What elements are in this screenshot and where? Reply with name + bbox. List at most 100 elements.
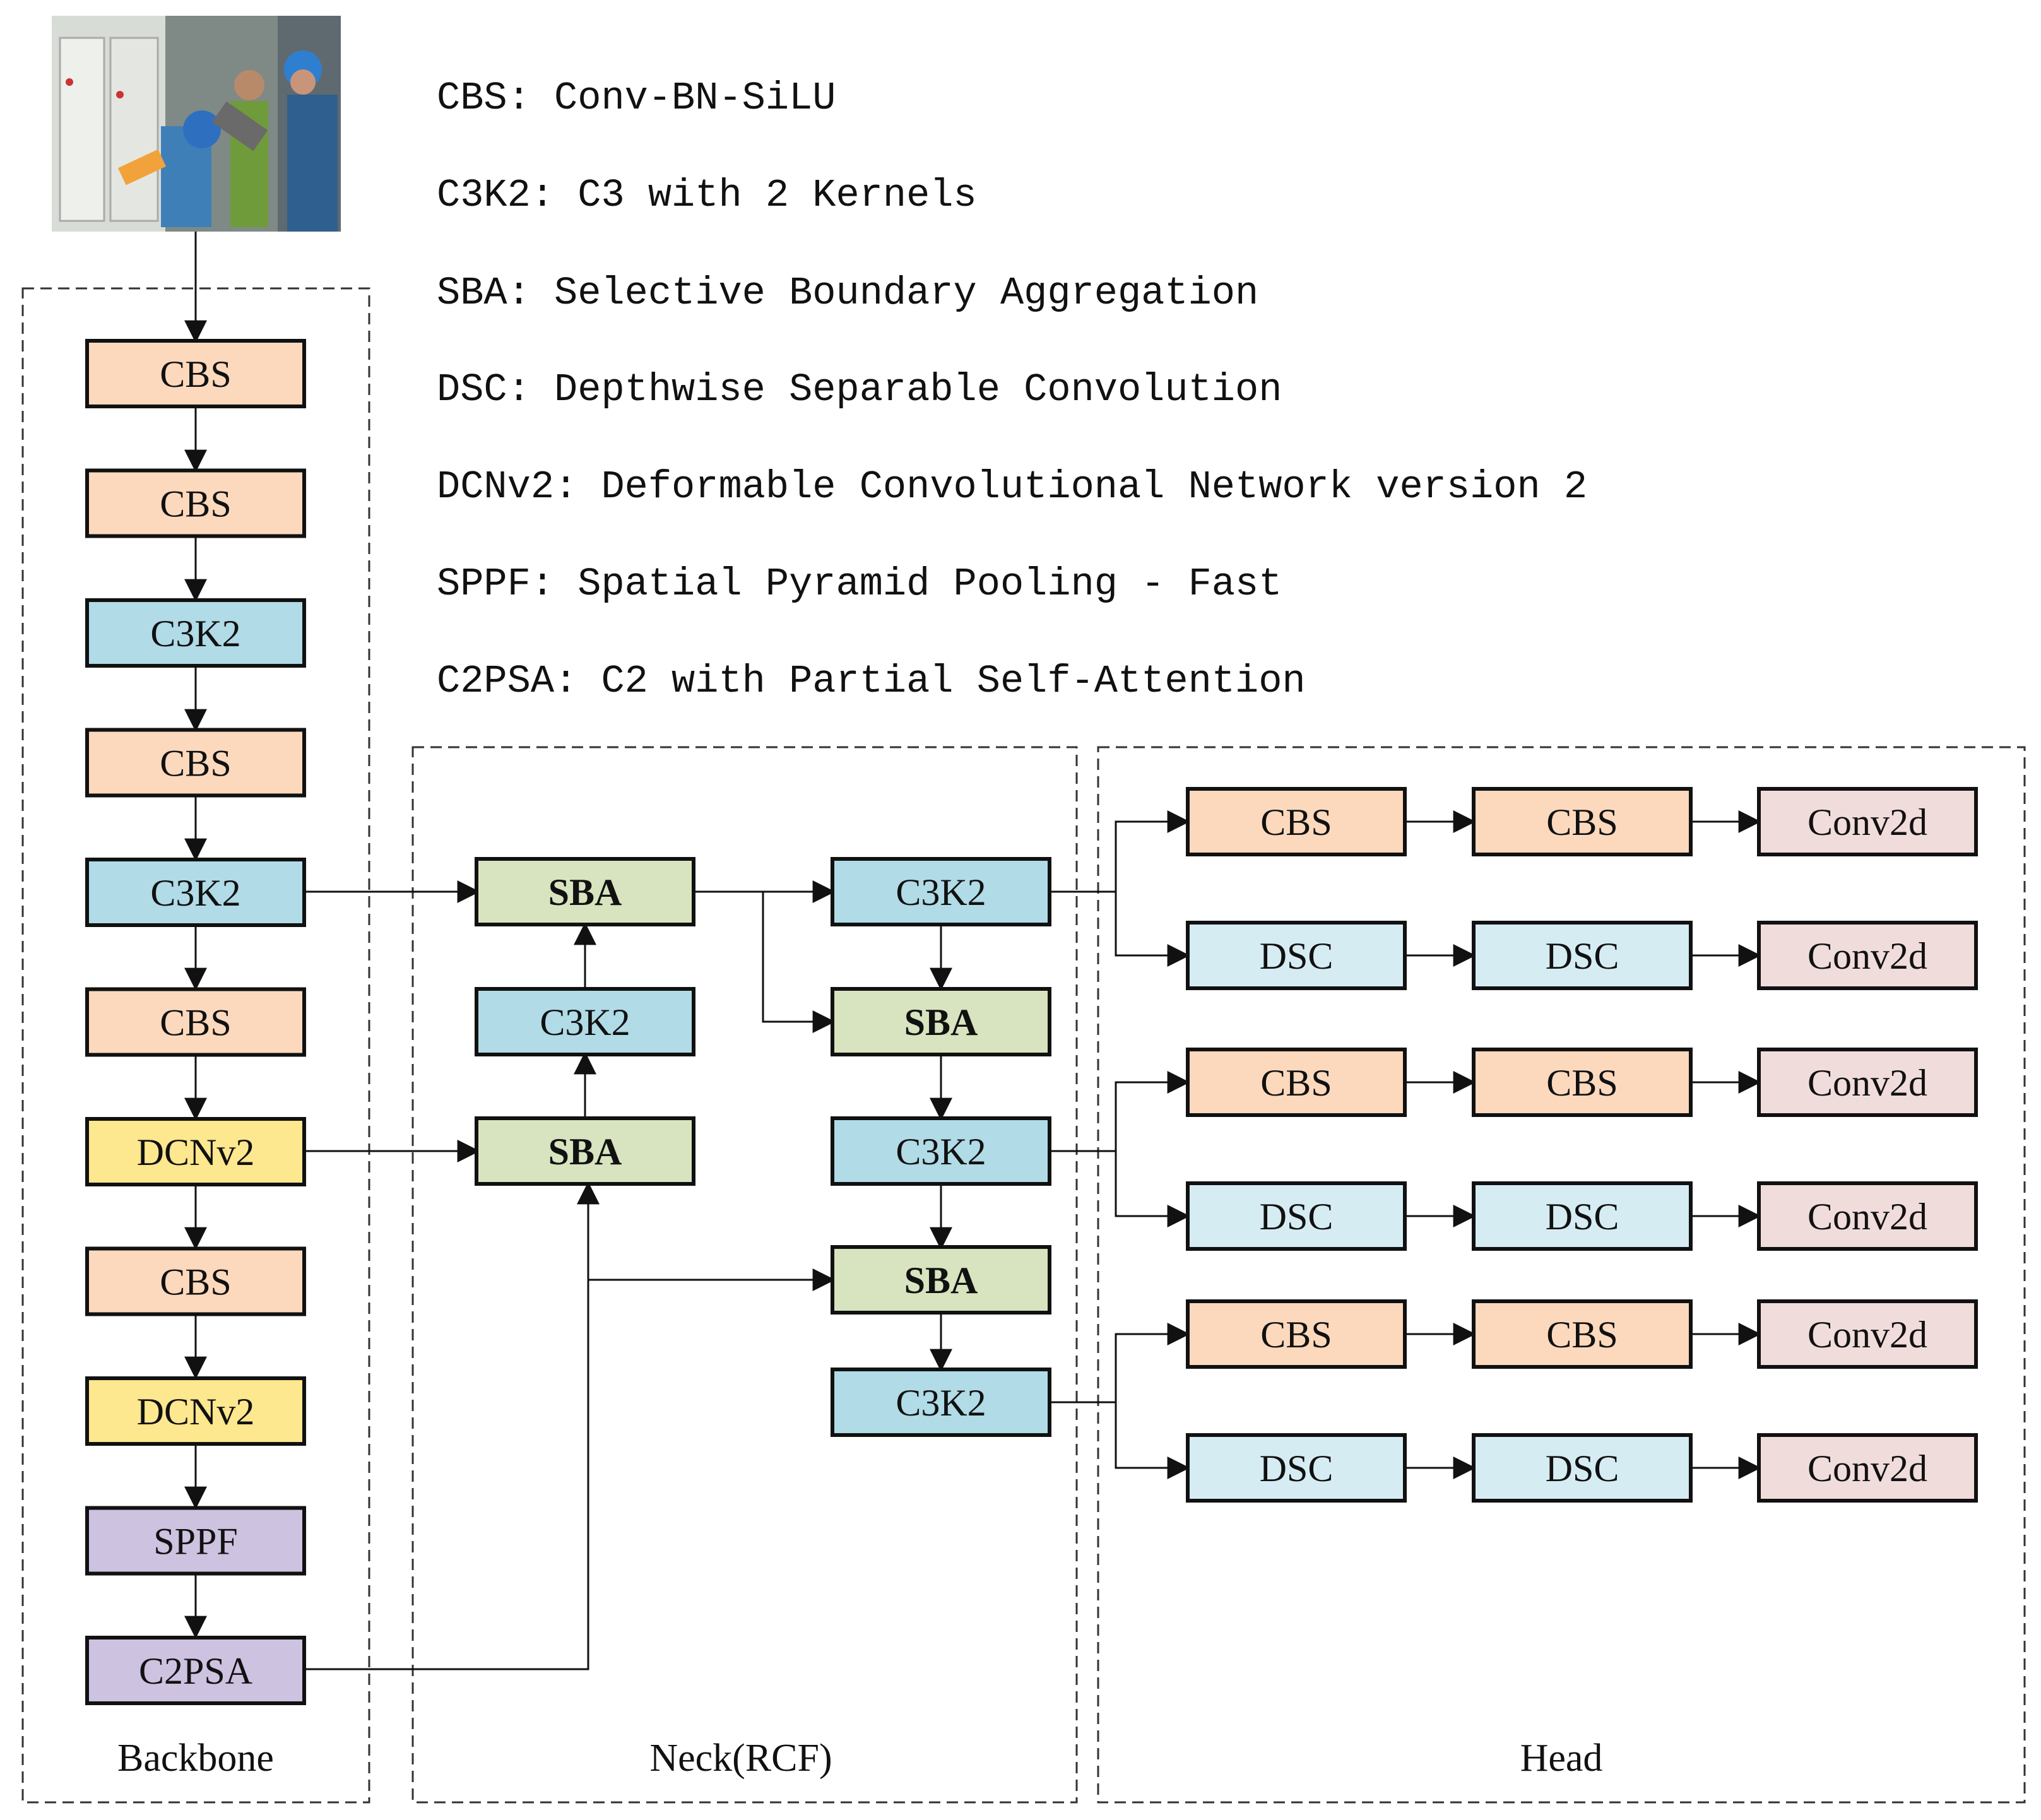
legend-item-sba: SBA: Selective Boundary Aggregation [437, 271, 1258, 316]
head-block-conv2d-label: Conv2d [1807, 801, 1927, 843]
legend-item-dsc: DSC: Depthwise Separable Convolution [437, 367, 1282, 412]
neck-label: Neck(RCF) [649, 1737, 832, 1780]
connectors [184, 232, 1761, 1670]
backbone-block-dcnv2-label: DCNv2 [137, 1391, 255, 1433]
backbone-block-cbs-label: CBS [160, 483, 231, 525]
head-block-cbs: CBS [1472, 787, 1693, 856]
neck-right-block-c3k2-box [831, 1116, 1051, 1186]
head-block-conv2d-label: Conv2d [1807, 935, 1927, 977]
backbone-block-c3k2-box [85, 858, 306, 927]
neck-right-block-c3k2: C3K2 [831, 857, 1051, 926]
head-block-cbs-box [1186, 1048, 1407, 1117]
backbone-block-sppf-label: SPPF [153, 1521, 237, 1563]
neck-right-block-sba-box [831, 987, 1051, 1056]
head-block-conv2d-label: Conv2d [1807, 1196, 1927, 1238]
head-block-dsc: DSC [1186, 1181, 1407, 1251]
backbone-block-cbs-label: CBS [160, 1262, 231, 1303]
head-block-conv2d: Conv2d [1757, 1048, 1978, 1117]
backbone-block-dcnv2-box [85, 1117, 306, 1186]
head-block-conv2d-label: Conv2d [1807, 1314, 1927, 1356]
input-image [52, 16, 341, 232]
head-block-conv2d: Conv2d [1757, 1433, 1978, 1503]
head-block-dsc-label: DSC [1546, 935, 1619, 977]
neck-right-block-c3k2-label: C3K2 [896, 1382, 986, 1424]
backbone-block-sppf: SPPF [85, 1506, 306, 1576]
backbone-block-cbs-label: CBS [160, 743, 231, 784]
neck-right-block-c3k2: C3K2 [831, 1368, 1051, 1437]
head-block-dsc-label: DSC [1260, 1196, 1334, 1238]
head-label: Head [1520, 1737, 1603, 1780]
neck-right-block-sba-label: SBA [904, 1260, 978, 1301]
head-block-cbs: CBS [1472, 1048, 1693, 1117]
head-block-dsc: DSC [1472, 921, 1693, 990]
legend: CBS: Conv-BN-SiLU C3K2: C3 with 2 Kernel… [437, 76, 1587, 704]
neck-left-block-sba: SBA [475, 857, 695, 926]
blocks: CBSCBSC3K2CBSC3K2CBSDCNv2CBSDCNv2SPPFC2P… [85, 339, 1978, 1705]
backbone-block-c2psa-label: C2PSA [139, 1650, 252, 1692]
neck-left-block-sba-box [475, 857, 695, 926]
head-section [1097, 746, 2026, 1804]
backbone-block-c2psa: C2PSA [85, 1636, 306, 1705]
head-block-conv2d: Conv2d [1757, 1299, 1978, 1369]
head-block-cbs-label: CBS [1260, 801, 1332, 843]
neck-section [411, 746, 1078, 1804]
head-block-cbs: CBS [1186, 1299, 1407, 1369]
backbone-block-sppf-box [85, 1506, 306, 1576]
head-block-conv2d-box [1757, 1299, 1978, 1369]
head-block-cbs-box [1472, 787, 1693, 856]
backbone-block-cbs: CBS [85, 339, 306, 408]
backbone-block-cbs-box [85, 1246, 306, 1316]
neck-left-block-sba-label: SBA [548, 872, 622, 913]
head-block-dsc-label: DSC [1260, 1448, 1334, 1489]
neck-right-block-c3k2: C3K2 [831, 1116, 1051, 1186]
head-block-conv2d-box [1757, 1048, 1978, 1117]
head-block-cbs: CBS [1472, 1299, 1693, 1369]
neck-left-block-c3k2: C3K2 [475, 987, 695, 1056]
head-block-cbs-label: CBS [1260, 1062, 1332, 1104]
head-block-dsc: DSC [1186, 1433, 1407, 1503]
neck-right-block-sba: SBA [831, 987, 1051, 1056]
head-block-dsc-box [1472, 1181, 1693, 1251]
backbone-block-cbs-label: CBS [160, 353, 231, 395]
neck-right-block-c3k2-label: C3K2 [896, 1131, 986, 1173]
head-block-conv2d-box [1757, 921, 1978, 990]
head-block-conv2d-label: Conv2d [1807, 1448, 1927, 1489]
head-block-cbs-box [1186, 1299, 1407, 1369]
head-block-cbs-label: CBS [1546, 1062, 1618, 1104]
neck-left-block-sba-box [475, 1116, 695, 1186]
head-block-cbs-label: CBS [1260, 1314, 1332, 1356]
backbone-block-cbs: CBS [85, 728, 306, 798]
neck-left-block-sba: SBA [475, 1116, 695, 1186]
head-block-dsc: DSC [1472, 1433, 1693, 1503]
backbone-label: Backbone [117, 1737, 274, 1780]
neck-right-block-sba: SBA [831, 1245, 1051, 1315]
head-block-cbs-label: CBS [1546, 801, 1618, 843]
head-block-dsc-box [1186, 921, 1407, 990]
backbone-block-c3k2-box [85, 598, 306, 668]
head-block-conv2d-box [1757, 1181, 1978, 1251]
head-block-conv2d-box [1757, 787, 1978, 856]
backbone-block-dcnv2: DCNv2 [85, 1376, 306, 1446]
neck-left-block-sba-label: SBA [548, 1131, 622, 1173]
head-block-conv2d: Conv2d [1757, 1181, 1978, 1251]
head-block-cbs: CBS [1186, 787, 1407, 856]
neck-left-block-c3k2-box [475, 987, 695, 1056]
legend-item-sppf: SPPF: Spatial Pyramid Pooling - Fast [437, 562, 1282, 606]
head-block-conv2d: Conv2d [1757, 787, 1978, 856]
neck-right-block-c3k2-label: C3K2 [896, 872, 986, 913]
head-block-dsc-box [1472, 1433, 1693, 1503]
backbone-block-c2psa-box [85, 1636, 306, 1705]
backbone-block-cbs: CBS [85, 468, 306, 538]
backbone-block-dcnv2-box [85, 1376, 306, 1446]
backbone-block-cbs-box [85, 339, 306, 408]
backbone-block-cbs-box [85, 468, 306, 538]
backbone-block-cbs: CBS [85, 987, 306, 1057]
head-block-dsc-box [1186, 1181, 1407, 1251]
head-block-conv2d: Conv2d [1757, 921, 1978, 990]
neck-right-block-c3k2-box [831, 1368, 1051, 1437]
head-block-cbs-box [1472, 1048, 1693, 1117]
legend-item-cbs: CBS: Conv-BN-SiLU [437, 76, 836, 121]
head-block-conv2d-label: Conv2d [1807, 1062, 1927, 1104]
neck-right-block-c3k2-box [831, 857, 1051, 926]
